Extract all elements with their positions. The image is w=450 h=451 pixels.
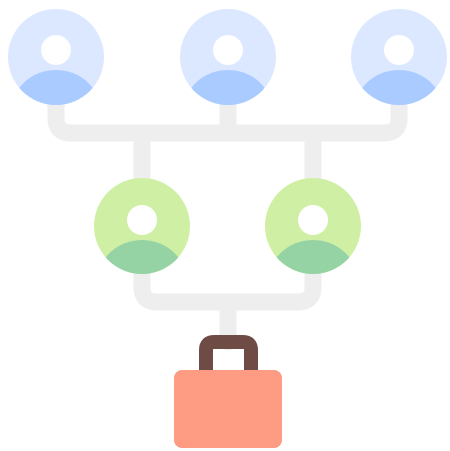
briefcase-handle <box>199 335 258 372</box>
briefcase-icon <box>174 335 282 448</box>
avatar-top-center <box>180 9 276 105</box>
connector-lines <box>47 96 408 351</box>
avatar-top-right <box>351 9 447 105</box>
avatar-mid-left <box>94 178 190 274</box>
briefcase-body <box>174 370 282 448</box>
avatar-mid-right <box>265 178 361 274</box>
avatar-top-left <box>8 9 104 105</box>
